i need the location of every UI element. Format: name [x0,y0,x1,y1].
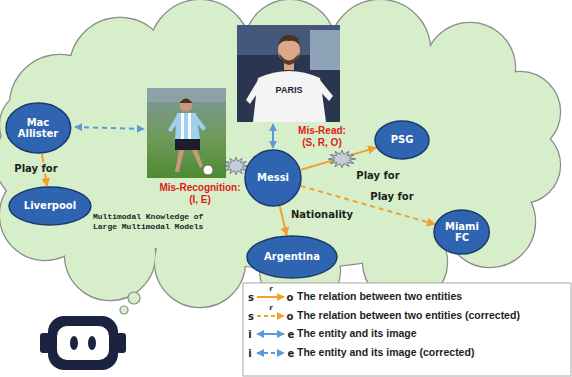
robot-icon [40,316,126,370]
legend-box [243,283,571,376]
relation-arrow [301,148,376,170]
legend-symbol: o [287,292,294,303]
legend-text: The entity and its image [297,328,417,340]
legend-box [257,352,284,354]
messi-photo [237,25,340,122]
legend-box [257,315,284,317]
entity-name: PSG [391,134,414,146]
player-photo [168,115,179,132]
thought-cloud [0,0,560,310]
entity-name: Messi [257,172,289,184]
legend-symbol: o [287,311,294,322]
player-photo [175,139,200,150]
entity-node: Liverpool [8,186,92,226]
entity-node: Miami FC [433,209,490,255]
node-body: PSG [374,120,430,160]
cloud-caption: Multimodal Knowledge of Large Multimodal… [93,212,207,232]
legend-symbol: s [248,292,254,303]
shirt-text: PARIS [276,86,303,96]
error-label: (I, E) [189,194,211,205]
thought-cloud [0,0,560,310]
player-photo [180,99,193,112]
entity-node: Mac Allister [5,102,72,154]
edge-group [42,148,435,236]
player-photo [180,99,193,104]
relation-label: Play for [12,163,59,174]
legend-box [257,296,284,298]
legend-symbol: r [269,286,272,294]
entity-node: PSG [374,120,430,160]
legend-symbol: i [248,329,251,340]
messi-photo [279,53,299,65]
entity-name: Mac Allister [14,117,62,140]
node-body: Messi [244,149,302,207]
node-ellipse [245,150,301,206]
node-ellipse [9,187,91,225]
thought-cloud [330,0,430,100]
node-body: Miami FC [433,209,490,255]
player-photo [195,115,206,131]
node-body: Argentina [246,235,338,279]
error-label: Mis-Read: [298,125,346,136]
legend-symbol: s [248,311,254,322]
robot-icon [48,316,118,370]
node-ellipse [434,210,489,254]
error-burst [328,150,356,168]
thought-cloud [120,306,128,314]
error-burst [224,157,248,175]
player-photo [203,165,213,175]
image-link [272,124,274,148]
error-label: Mis-Recognition: [159,182,240,193]
node-body: Mac Allister [5,102,72,154]
legend-text: The relation between two entities [297,291,462,303]
node-ellipse [6,103,71,153]
relation-label: Play for [368,191,415,202]
thought-cloud [128,292,140,304]
relation-label: Nationality [289,209,355,220]
thought-cloud [150,0,250,100]
image-link [75,124,273,148]
entity-name: Liverpool [24,200,76,212]
node-ellipse [247,236,337,278]
player-photo [147,88,226,178]
player-photo [147,88,226,102]
messi-photo [246,80,261,104]
messi-photo [317,80,333,101]
legend-text: The entity and its image (corrected) [297,347,474,359]
legend-symbol: e [288,348,295,359]
messi-photo [237,25,340,122]
entity-node: Messi [244,149,302,207]
legend-symbol: r [269,305,272,313]
messi-photo [253,71,326,122]
legend-box [243,283,571,376]
relation-label: Play for [354,170,401,181]
entity-name: Miami FC [443,221,481,244]
messi-photo [278,35,300,46]
player-photo [175,150,184,172]
robot-icon [88,336,96,350]
relation-arrow [280,206,287,235]
thought-cloud [150,0,250,100]
legend-text: The relation between two entities (corre… [297,310,520,322]
robot-icon [70,336,78,350]
player-photo [188,113,191,139]
legend-symbol: i [248,348,251,359]
node-ellipse [375,121,429,159]
robot-icon [57,326,109,360]
entity-name: Argentina [264,251,320,263]
legend-symbol: e [288,329,295,340]
entity-node: Argentina [246,235,338,279]
error-label: (S, R, O) [302,137,341,148]
player-photo [147,88,226,178]
player-photo [181,113,184,139]
node-body: Liverpool [8,186,92,226]
messi-photo [310,30,340,70]
thought-cloud [0,0,560,314]
legend-box [257,333,284,335]
player-photo [192,150,203,168]
thought-cloud [330,0,430,100]
image-link [75,127,144,129]
